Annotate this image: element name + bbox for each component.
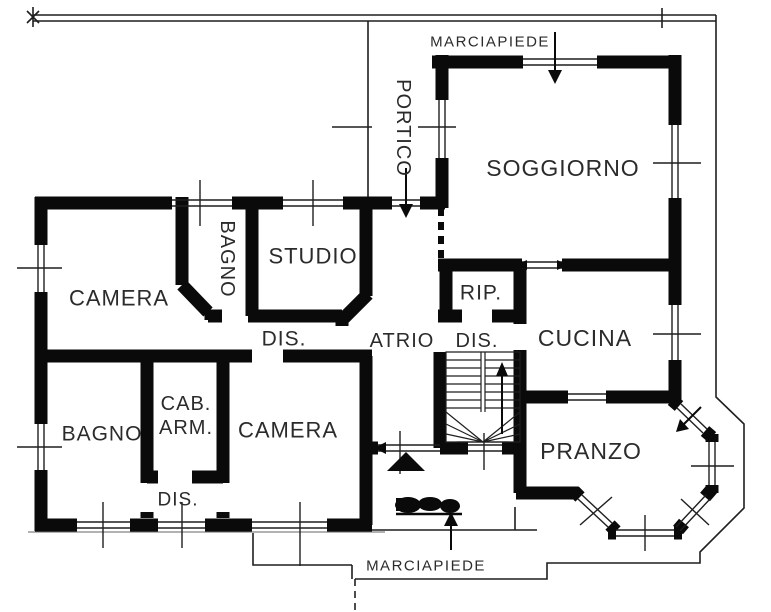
window-south-3 (252, 502, 327, 566)
window-bagno-lower (17, 424, 62, 470)
room-label-dis-entry: DIS. (456, 330, 499, 352)
opening-soggiorno-cucina (522, 261, 562, 269)
door-under-stairs (468, 433, 502, 470)
entrance-triangle-marker (387, 452, 425, 471)
sidewalk-label-bottom: MARCIAPIEDE (366, 558, 486, 575)
pranzo-door-arrow (683, 406, 702, 425)
window-camera-nw (17, 245, 62, 292)
window-bagno-upper (172, 180, 232, 226)
room-label-camera-nw: CAMERA (69, 286, 169, 311)
window-cucina-east (653, 305, 701, 360)
room-label-camera-south: CAMERA (238, 418, 338, 443)
direction-arrows (387, 32, 702, 550)
window-pranzo-east (691, 442, 734, 485)
room-label-portico: PORTICO (392, 79, 414, 177)
window-portico-soggiorno (332, 100, 456, 158)
window-soggiorno-east (653, 125, 701, 198)
window-bay-sw-x (577, 494, 613, 528)
room-label-dis-service: DIS. (158, 490, 199, 511)
property-boundary (26, 7, 745, 612)
sidewalk-label-top: MARCIAPIEDE (430, 34, 550, 51)
room-label-rip: RIP. (460, 282, 502, 305)
illegible-stamp (395, 497, 462, 516)
window-bay-se-x (675, 494, 711, 532)
door-pranzo-diagonal (676, 403, 708, 434)
room-label-bagno-upper: BAGNO (216, 220, 238, 297)
room-label-dis-hall: DIS. (262, 328, 307, 351)
exterior-and-interior-walls (34, 55, 719, 540)
window-south-1 (77, 502, 130, 548)
staircase (445, 351, 521, 443)
window-studio (283, 180, 343, 226)
windows (17, 100, 734, 566)
window-bay-south (616, 515, 674, 551)
opening-cucina-pranzo (568, 393, 606, 401)
door-soggiorno-north (523, 58, 597, 66)
chamfer-wall-camera (177, 280, 213, 317)
room-label-cab-arm-1: CAB. (161, 393, 212, 415)
boundary-start-marker (26, 7, 40, 27)
room-label-atrio: ATRIO (370, 330, 435, 352)
room-label-cucina: CUCINA (538, 325, 632, 351)
stairs-up-arrow (496, 362, 508, 376)
room-label-pranzo: PRANZO (540, 438, 642, 464)
chamfer-wall-studio (337, 289, 373, 325)
room-label-bagno-lower: BAGNO (62, 423, 143, 446)
room-label-studio: STUDIO (268, 244, 357, 269)
doors (374, 58, 708, 474)
room-label-soggiorno: SOGGIORNO (486, 155, 639, 181)
window-south-2 (158, 502, 205, 548)
room-label-cab-arm-2: ARM. (159, 417, 213, 439)
